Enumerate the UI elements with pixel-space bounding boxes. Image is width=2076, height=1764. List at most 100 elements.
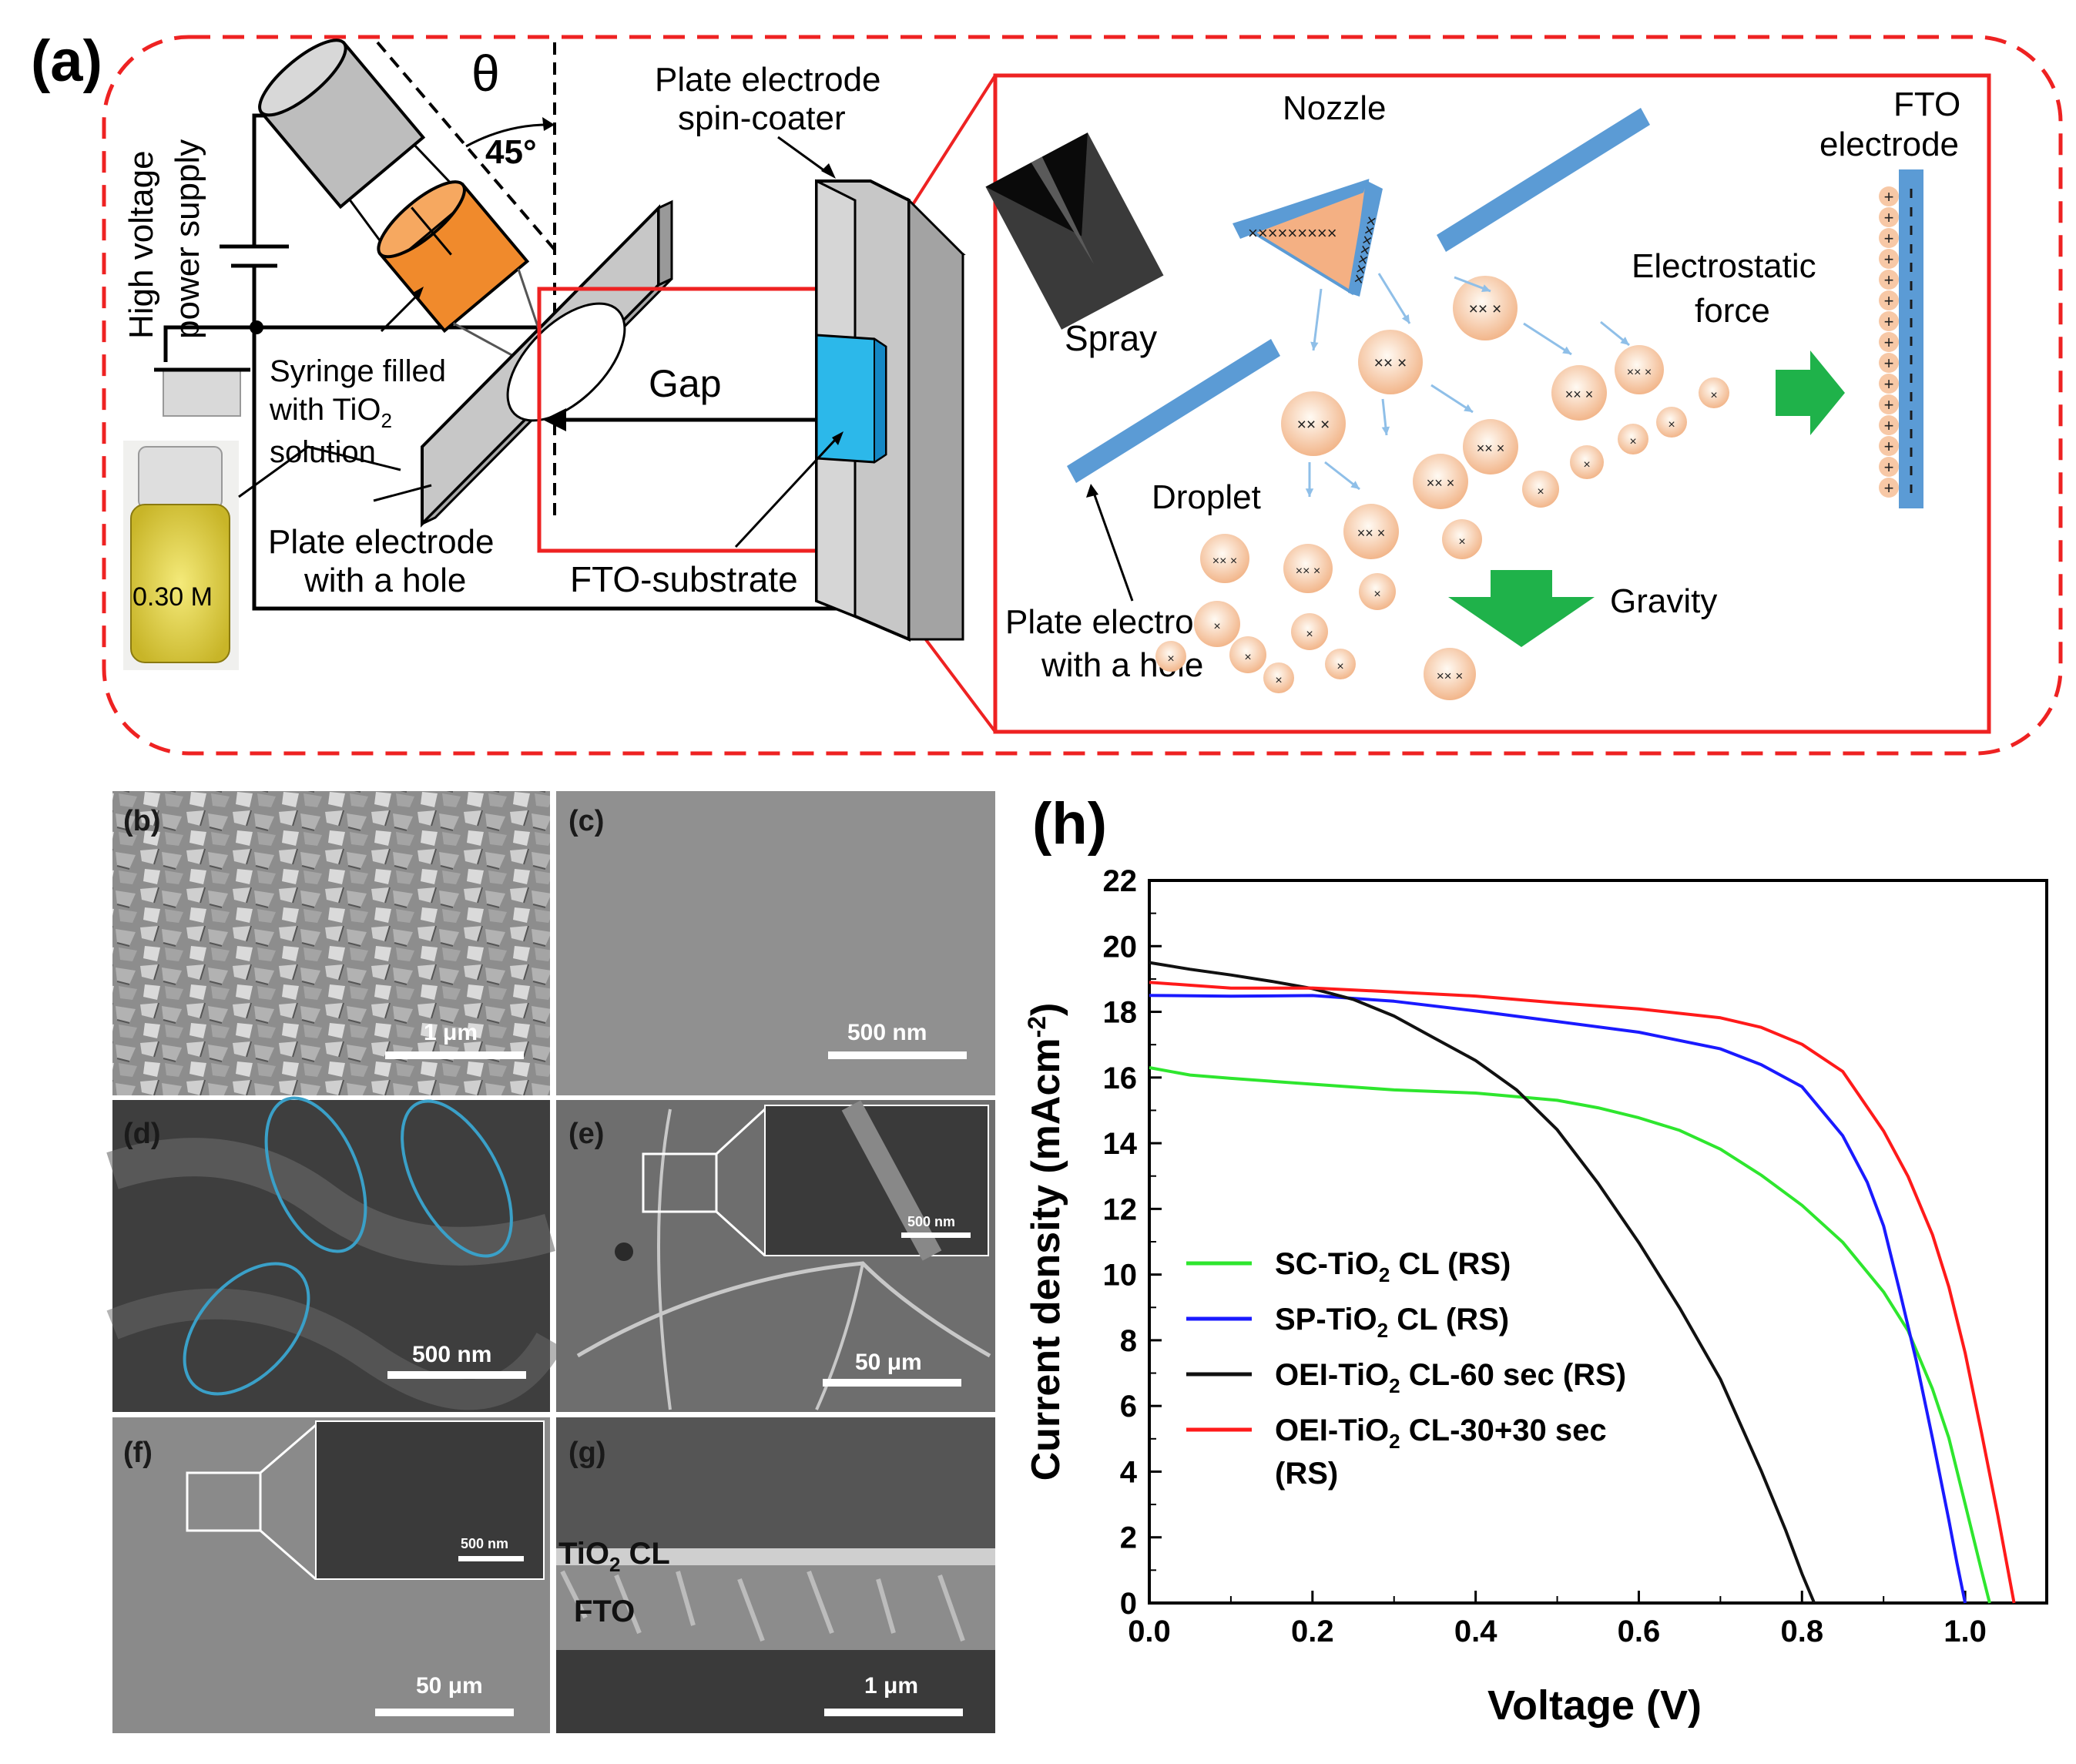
y-tick-label: 0	[1120, 1587, 1137, 1621]
positive-charge: +	[1879, 415, 1899, 435]
positive-charge: +	[1879, 270, 1899, 290]
sem-f-label: (f)	[123, 1437, 153, 1469]
droplet: ×	[1522, 471, 1559, 508]
svg-text:×× ×: ×× ×	[1437, 669, 1464, 683]
chart-panel-label: (h)	[1032, 791, 1107, 857]
sem-f-inset	[315, 1420, 545, 1580]
positive-charge: +	[1879, 249, 1899, 269]
legend-label-4-line2: (RS)	[1275, 1457, 1338, 1491]
droplet: ×× ×	[1343, 504, 1399, 559]
svg-text:×: ×	[1629, 435, 1636, 448]
zoom-plate-label-1: Plate electrode	[1005, 603, 1232, 641]
svg-text:×: ×	[1275, 674, 1282, 687]
sem-g-scale: 1 μm	[864, 1673, 918, 1699]
svg-text:×× ×: ×× ×	[1357, 525, 1386, 541]
sem-f-inset-scalebar	[458, 1556, 524, 1561]
angle-label: 45°	[485, 133, 537, 171]
theta-symbol: θ	[471, 45, 500, 102]
svg-text:+: +	[1884, 312, 1894, 331]
positive-charge: +	[1879, 353, 1899, 373]
svg-text:+: +	[1884, 395, 1894, 414]
flow-arrow	[1377, 273, 1411, 324]
svg-text:+: +	[1884, 291, 1894, 310]
chart-xlabel: Voltage (V)	[1487, 1682, 1702, 1729]
lower-plate-bar	[1067, 339, 1280, 483]
sem-g-layer-tio2: TiO2 CL	[558, 1537, 670, 1576]
droplet: ×× ×	[1281, 391, 1346, 456]
sem-e-scalebar	[823, 1379, 961, 1387]
positive-charge: +	[1879, 478, 1899, 498]
svg-text:+: +	[1884, 458, 1894, 477]
chart-plot-area	[1148, 879, 2048, 1605]
svg-text:×: ×	[1458, 535, 1465, 548]
y-tick-label: 16	[1103, 1061, 1138, 1095]
syringe-label-3: solution	[270, 435, 376, 469]
svg-text:+: +	[1884, 374, 1894, 394]
legend-entry-2: SP-TiO2 CL (RS)	[1186, 1303, 1509, 1342]
svg-text:×× ×: ×× ×	[1212, 555, 1237, 568]
syringe-label-1: Syringe filled	[270, 354, 446, 388]
sem-panel-c: (c) 500 nm	[556, 791, 995, 1095]
positive-charge: +	[1879, 290, 1899, 310]
x-tick-label: 0.2	[1291, 1615, 1334, 1648]
svg-text:+: +	[1884, 187, 1894, 206]
sem-d-label: (d)	[123, 1118, 161, 1150]
droplet: ×	[1229, 636, 1266, 673]
svg-text:+: +	[1884, 478, 1894, 498]
sem-b-scalebar	[385, 1051, 524, 1059]
spin-coater-plate	[815, 179, 966, 642]
sem-g-scalebar	[824, 1709, 963, 1716]
droplet: ×	[1155, 641, 1186, 672]
y-tick-label: 12	[1103, 1192, 1138, 1226]
svg-text:+: +	[1884, 250, 1894, 269]
droplet-label: Droplet	[1152, 478, 1261, 516]
plate-hole-label-2: with a hole	[304, 562, 466, 599]
droplet: ×× ×	[1283, 544, 1333, 593]
panel-zoom: Spray ××××××××× ××××××× Nozzle +++++++++…	[985, 73, 1991, 734]
tilt-guide	[376, 41, 560, 256]
droplet: ×	[1194, 601, 1240, 647]
sem-panel-b: (b) 1 μm	[112, 791, 550, 1095]
svg-text:+: +	[1884, 437, 1894, 456]
droplet: ×× ×	[1463, 419, 1518, 475]
x-tick-label: 0.6	[1618, 1615, 1661, 1648]
droplet: ×	[1442, 519, 1482, 559]
spin-coater-label-2: spin-coater	[678, 99, 846, 137]
sem-c-scalebar	[828, 1051, 967, 1059]
sem-e-scale: 50 μm	[855, 1350, 922, 1375]
gap-label: Gap	[649, 362, 722, 405]
zoom-panel-border	[993, 73, 1991, 734]
sem-b-scale: 1 μm	[424, 1020, 478, 1045]
power-supply-label-1: High voltage	[122, 150, 160, 339]
svg-text:×: ×	[1213, 620, 1220, 633]
svg-text:+: +	[1884, 333, 1894, 352]
droplet: ×× ×	[1358, 330, 1423, 394]
sem-d-circle-1	[264, 1096, 367, 1253]
flow-arrow	[1454, 276, 1491, 293]
fto-electrode-label-1: FTO	[1893, 86, 1960, 123]
svg-text:×: ×	[1373, 588, 1380, 601]
panel-a: (a) High voltage power supply θ 45°	[31, 29, 2063, 756]
svg-text:×: ×	[1668, 418, 1675, 431]
spray-photo	[985, 132, 1164, 330]
positive-charge: +	[1879, 207, 1899, 227]
sem-e-inset-scalebar	[901, 1232, 971, 1238]
svg-text:+: +	[1884, 208, 1894, 227]
svg-text:×× ×: ×× ×	[1627, 366, 1652, 379]
flow-arrow	[1430, 384, 1474, 414]
fto-substrate-label: FTO-substrate	[570, 559, 798, 599]
droplet: ×	[1263, 662, 1294, 693]
positive-charge: +	[1879, 332, 1899, 352]
x-tick-label: 0.0	[1128, 1615, 1171, 1648]
sem-panel-g: (g) TiO2 CL FTO 1 μm	[556, 1417, 995, 1733]
sem-f-zoom-box	[186, 1471, 262, 1532]
sem-panel-e: 500 nm (e) 50 μm	[556, 1100, 995, 1412]
electrostatic-label-2: force	[1695, 292, 1770, 330]
fto-positive-charges: +++++++++++++++	[1879, 186, 1899, 498]
svg-text:×× ×: ×× ×	[1427, 475, 1455, 491]
nozzle: ××××××××× ×××××××	[1233, 179, 1383, 297]
legend-label-2: SP-TiO2 CL (RS)	[1275, 1303, 1509, 1342]
